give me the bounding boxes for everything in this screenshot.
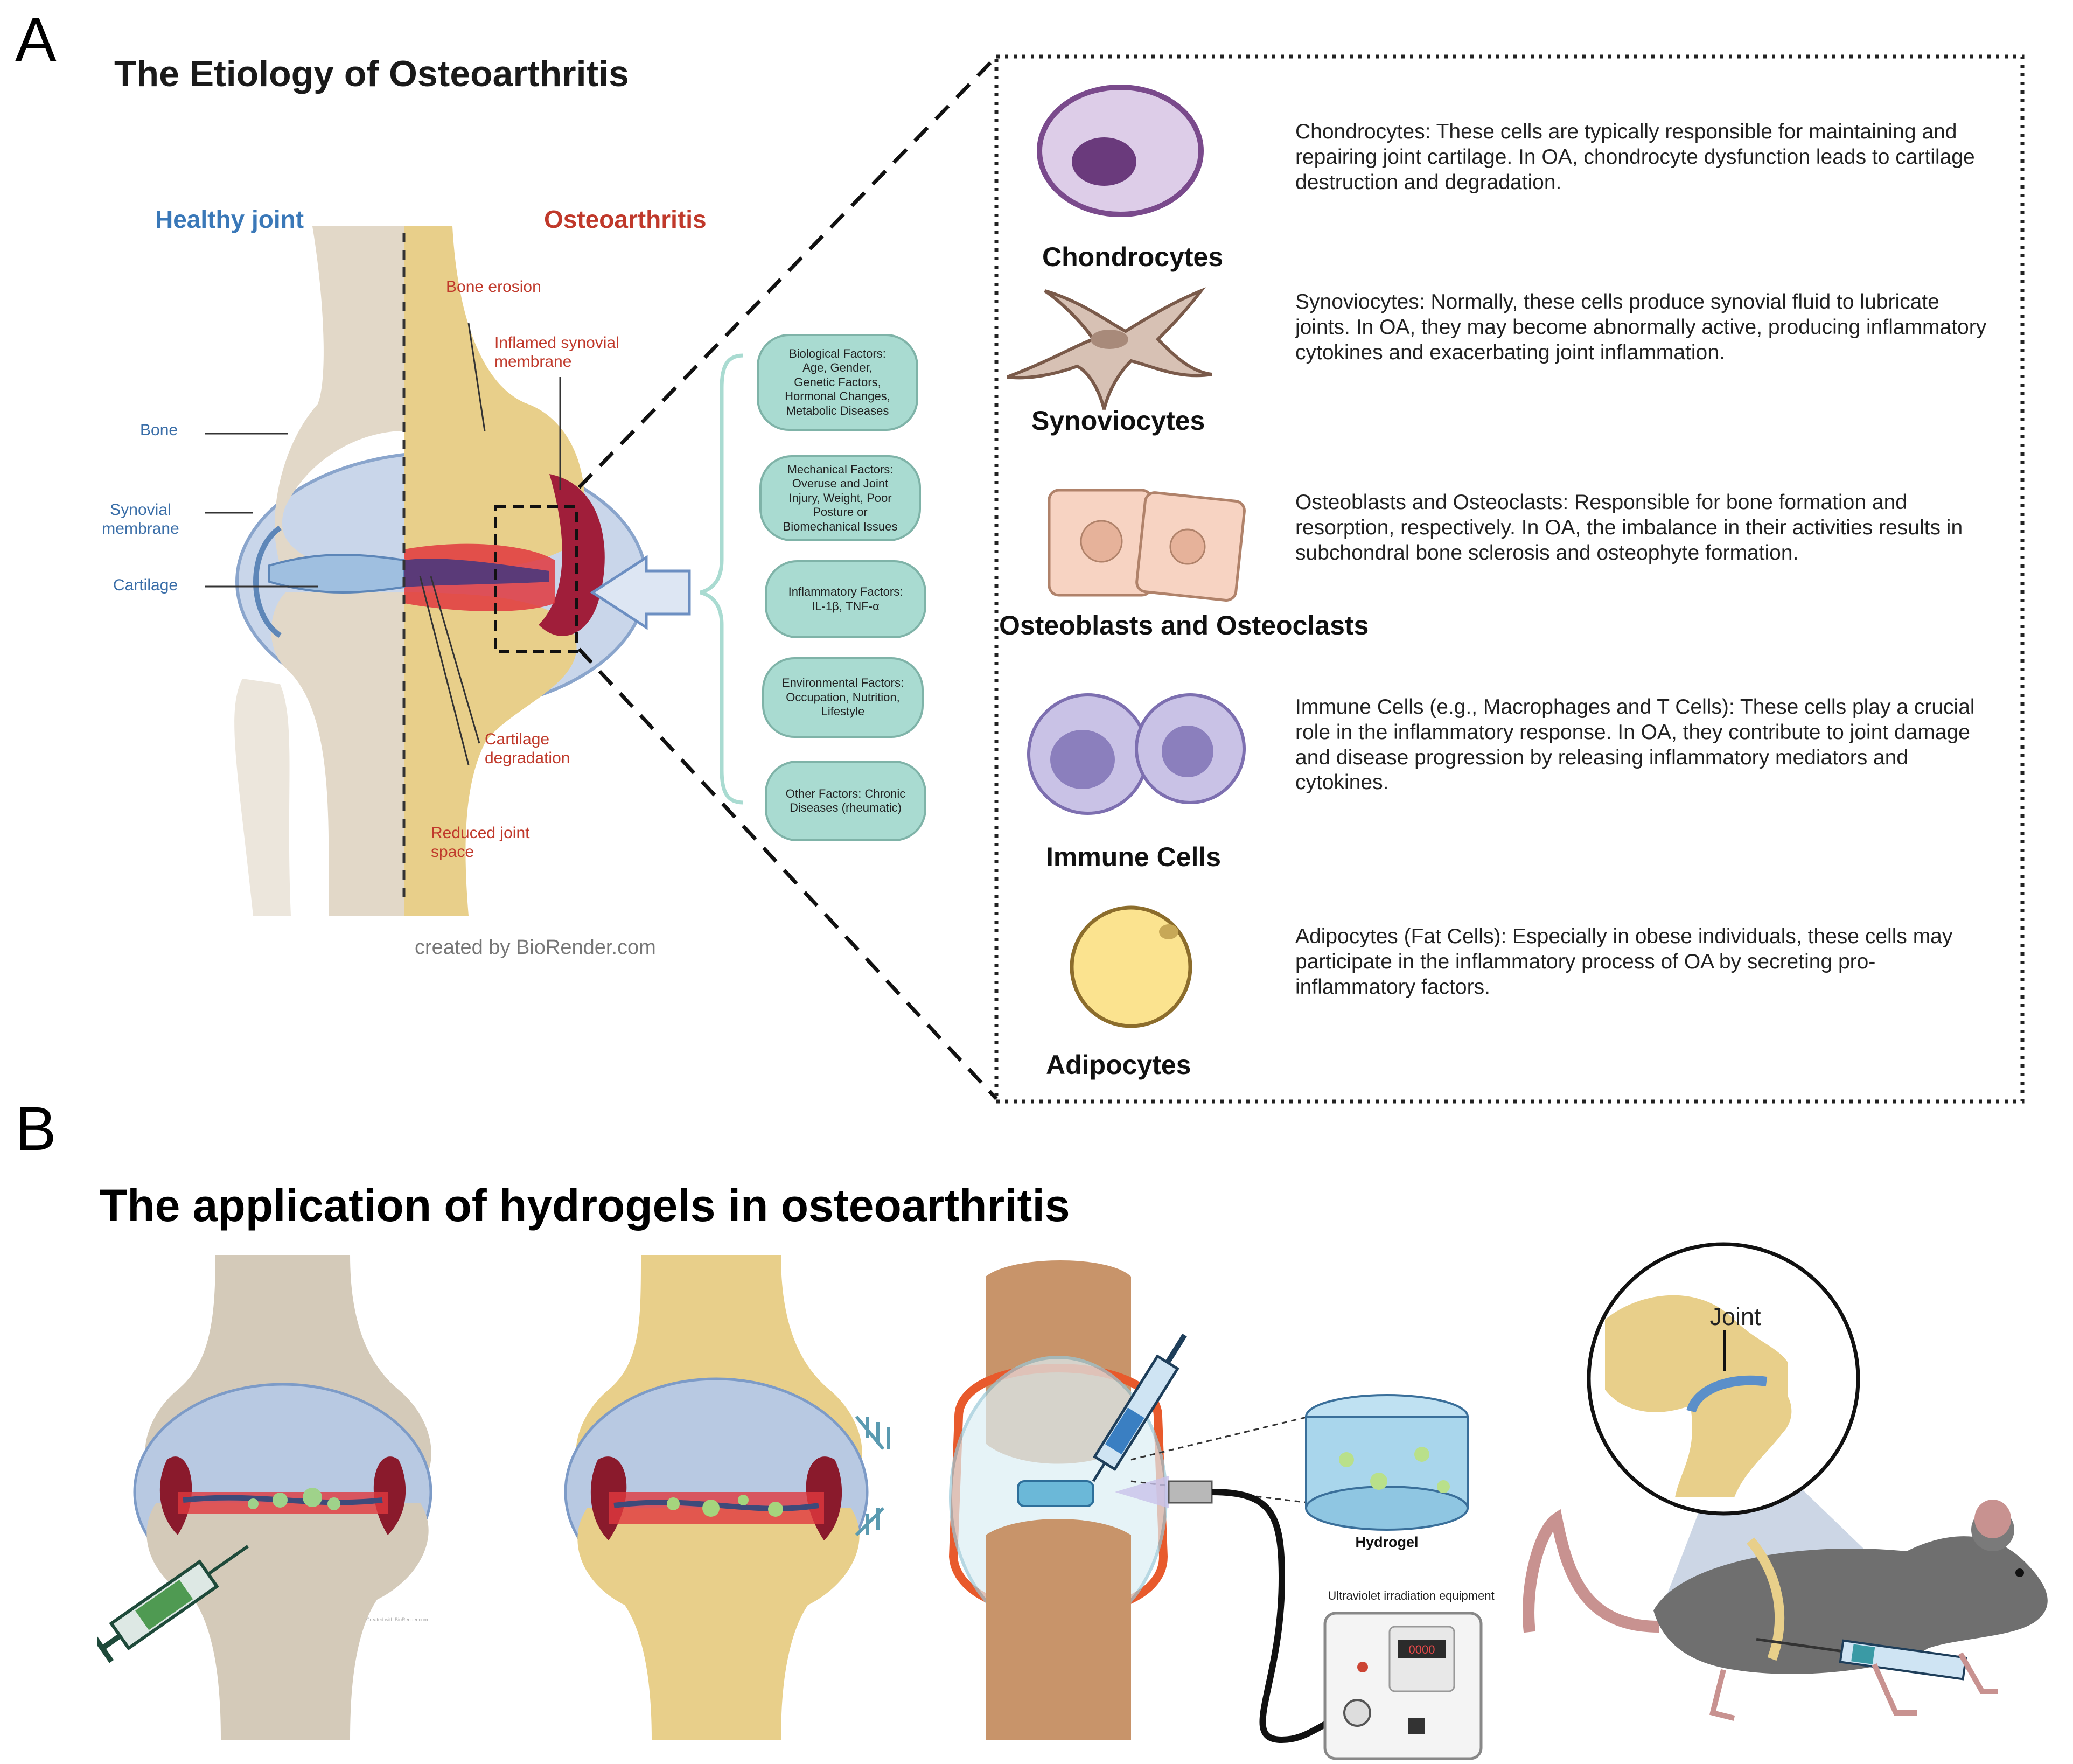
synoviocytes-name: Synoviocytes <box>1031 406 1205 436</box>
watermark-1: Created with BioRender.com <box>366 1617 428 1622</box>
bone-erosion-label: Bone erosion <box>446 278 541 296</box>
panel-a-title: The Etiology of Osteoarthritis <box>114 53 629 94</box>
cartilage-label: Cartilage <box>113 576 178 594</box>
synoviocytes-description: Synoviocytes: Normally, these cells prod… <box>1295 290 1987 364</box>
mouse-injection-illustration: Joint <box>1523 1242 2048 1721</box>
osteoarthritis-label: Osteoarthritis <box>544 205 707 233</box>
chondrocytes-description: Chondrocytes: These cells are typically … <box>1295 120 1975 194</box>
osteoblast-osteoclast-icon <box>1048 489 1246 602</box>
chondrocytes-name: Chondrocytes <box>1042 242 1224 272</box>
adipocytes-name: Adipocytes <box>1046 1050 1191 1080</box>
immune-cells-description: Immune Cells (e.g., Macrophages and T Ce… <box>1295 695 1975 794</box>
uv-display: 0000 <box>1409 1643 1435 1656</box>
immune-cells-name: Immune Cells <box>1046 842 1222 872</box>
panel-b-title: The application of hydrogels in osteoart… <box>100 1180 1070 1231</box>
factor-other: Other Factors: Chronic Diseases (rheumat… <box>765 761 926 841</box>
panel-b-letter: B <box>15 1094 57 1163</box>
immune-cells-icon <box>1027 693 1246 815</box>
biorender-credit: created by BioRender.com <box>415 936 656 959</box>
factor-biological: Biological Factors: Age, Gender, Genetic… <box>757 334 918 431</box>
cartilage-degradation-label: Cartilage degradation <box>485 730 570 767</box>
hydrogel-label: Hydrogel <box>1355 1534 1418 1550</box>
osteoblasts-osteoclasts-description: Osteoblasts and Osteoclasts: Responsible… <box>1295 491 1963 564</box>
osteoblasts-osteoclasts-name: Osteoblasts and Osteoclasts <box>999 610 1369 640</box>
hydrogel-oa-joint <box>564 1255 890 1740</box>
reduced-joint-space-label: Reduced joint space <box>431 824 530 861</box>
hydrogel-injection-joint: Created with BioRender.com <box>97 1255 432 1740</box>
inflamed-synovial-label: Inflamed synovial membrane <box>494 334 619 371</box>
healthy-joint-label: Healthy joint <box>155 205 304 233</box>
adipocytes-description: Adipocytes (Fat Cells): Especially in ob… <box>1295 925 1953 999</box>
panel-a-letter: A <box>15 5 57 74</box>
uv-crosslinking-illustration: Hydrogel Ultraviolet irradiation equipme… <box>948 1260 1495 1760</box>
joint-label: Joint <box>1709 1303 1761 1330</box>
uv-equipment-label: Ultraviolet irradiation equipment <box>1328 1589 1494 1602</box>
factor-environmental: Environmental Factors: Occupation, Nutri… <box>762 657 924 738</box>
knee-joint-illustration <box>205 226 691 916</box>
zoom-connectors <box>577 54 2025 1104</box>
synovial-membrane-label: Synovial membrane <box>102 501 179 538</box>
adipocyte-icon <box>1070 905 1192 1028</box>
synoviocyte-icon <box>1006 287 1212 410</box>
factor-inflammatory: Inflammatory Factors: IL-1β, TNF-α <box>765 560 926 638</box>
factor-mechanical: Mechanical Factors: Overuse and Joint In… <box>759 455 921 541</box>
bone-label: Bone <box>140 421 178 439</box>
chondrocyte-icon <box>1037 85 1204 217</box>
